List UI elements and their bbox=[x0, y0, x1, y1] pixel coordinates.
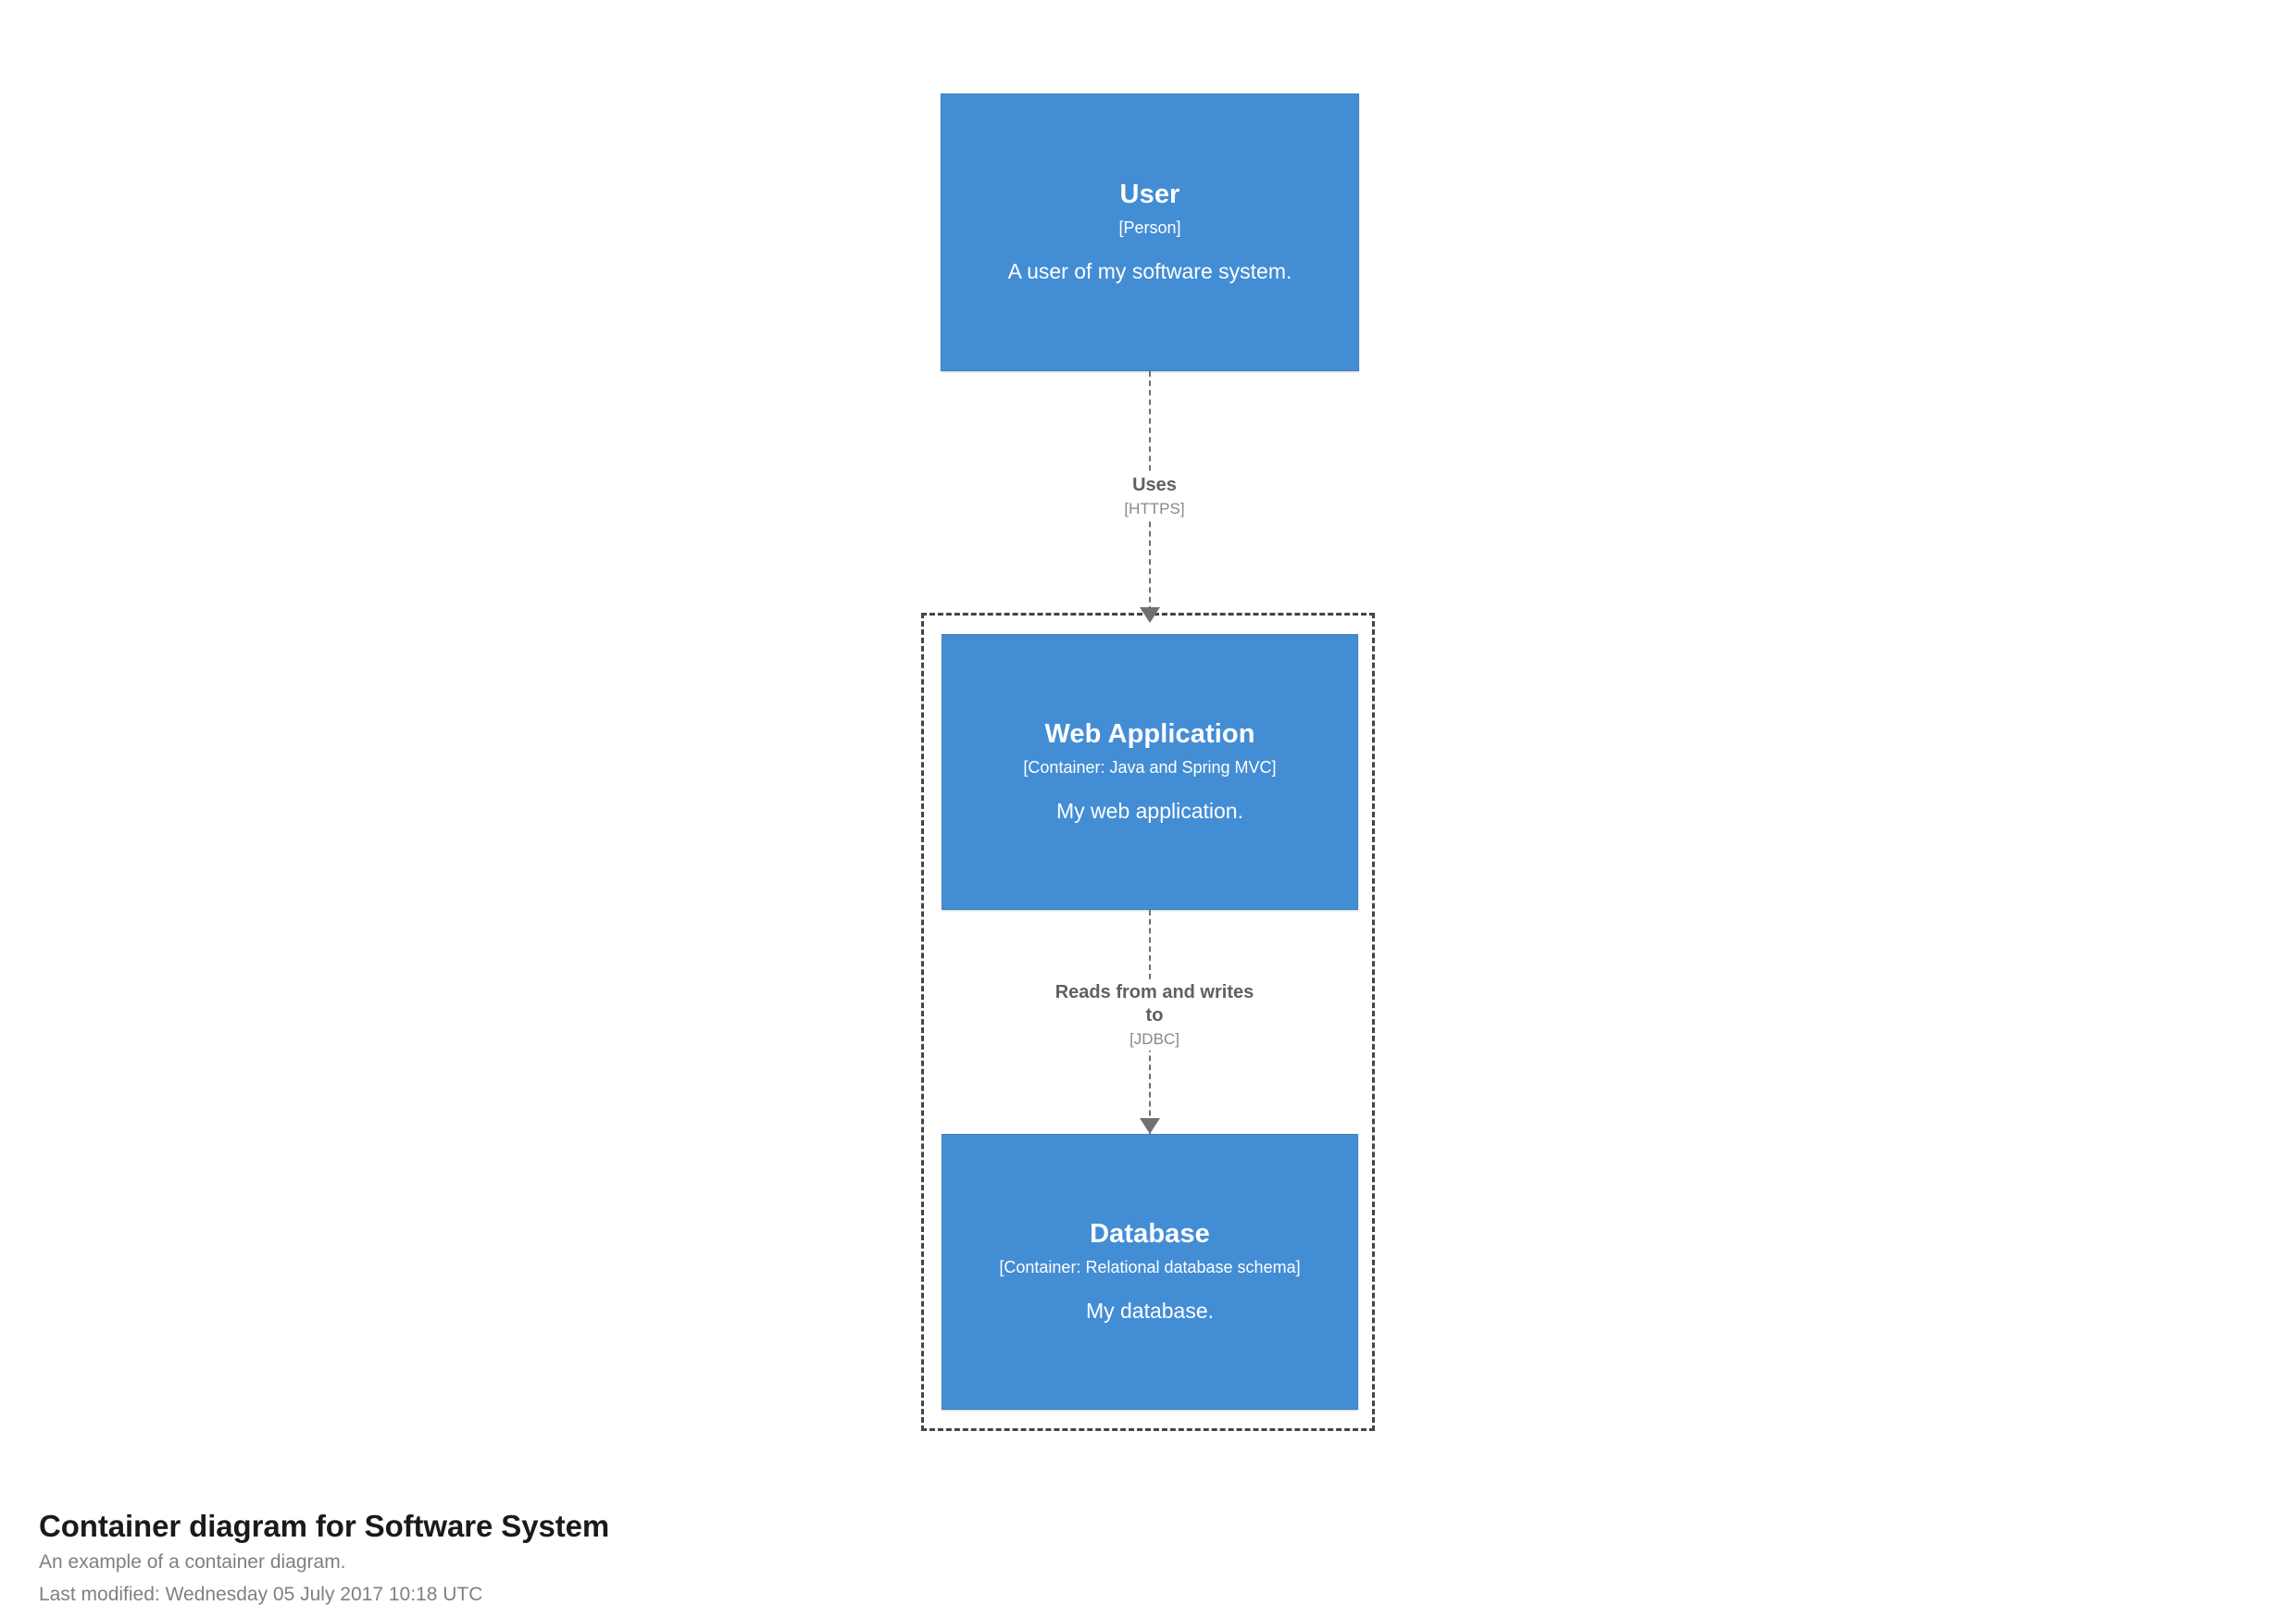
caption-title: Container diagram for Software System bbox=[39, 1509, 610, 1543]
diagram-canvas: User [Person] A user of my software syst… bbox=[921, 93, 1375, 1431]
relationship-technology-https: [HTTPS] bbox=[1124, 500, 1185, 517]
relationship-label-user-to-web-application: Uses [HTTPS] bbox=[1056, 472, 1253, 521]
diagram-caption: Container diagram for Software System An… bbox=[39, 1507, 1335, 1609]
relationship-description-uses: Uses bbox=[1132, 475, 1177, 495]
relationship-description-reads-writes: Reads from and writes to bbox=[1054, 982, 1254, 1026]
relationship-technology-jdbc: [JDBC] bbox=[1129, 1030, 1179, 1048]
diagram-node-web-application[interactable]: Web Application [Container: Java and Spr… bbox=[942, 634, 1358, 910]
node-meta-user: [Person] bbox=[1118, 218, 1181, 237]
diagram-node-user[interactable]: User [Person] A user of my software syst… bbox=[941, 93, 1359, 371]
diagram-node-database[interactable]: Database [Container: Relational database… bbox=[942, 1134, 1358, 1410]
node-name-database: Database bbox=[1090, 1219, 1210, 1250]
relationship-label-web-application-to-database: Reads from and writes to [JDBC] bbox=[1047, 979, 1262, 1052]
node-name-user: User bbox=[1119, 180, 1180, 210]
node-description-database: My database. bbox=[1085, 1299, 1215, 1324]
node-meta-database: [Container: Relational database schema] bbox=[999, 1257, 1301, 1276]
relationship-arrowhead-user-to-web-application bbox=[1140, 607, 1160, 623]
caption-subtitle: An example of a container diagram. bbox=[39, 1551, 346, 1574]
relationship-arrowhead-web-application-to-database bbox=[1140, 1118, 1160, 1134]
node-name-web-application: Web Application bbox=[1044, 719, 1255, 750]
node-description-web-application: My web application. bbox=[1056, 799, 1243, 824]
node-meta-web-application: [Container: Java and Spring MVC] bbox=[1023, 757, 1277, 777]
node-description-user: A user of my software system. bbox=[1007, 259, 1292, 284]
caption-last-modified: Last modified: Wednesday 05 July 2017 10… bbox=[39, 1583, 483, 1605]
